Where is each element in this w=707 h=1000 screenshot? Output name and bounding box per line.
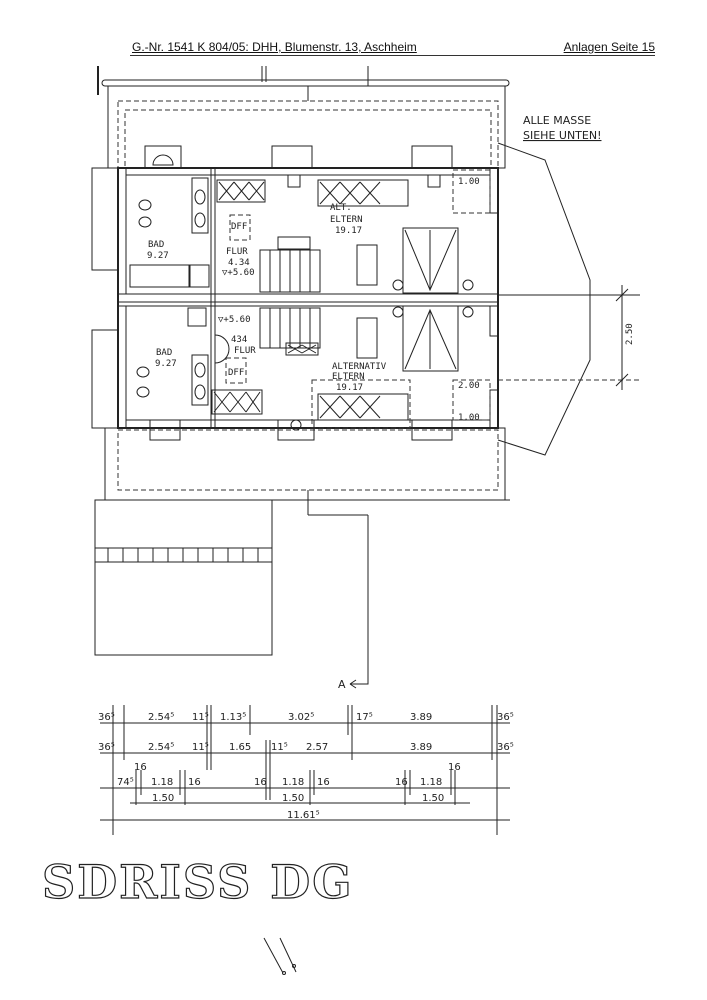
dimension-label: 2.54⁵: [148, 712, 174, 723]
dff-label: DFF: [231, 222, 247, 232]
dimension-label: 11⁵: [192, 742, 209, 753]
walls: [117, 167, 499, 429]
dimension-label: 1.65: [229, 742, 251, 753]
dimension-label: 1.18: [282, 777, 304, 788]
section-marker: A: [338, 678, 346, 691]
page-number: Anlagen Seite 15: [563, 40, 655, 54]
document-reference: G.-Nr. 1541 K 804/05: DHH, Blumenstr. 13…: [132, 40, 417, 54]
dimension-label: 1.50: [152, 793, 174, 804]
stencil-title: SDRISS DG: [42, 855, 353, 909]
room-label: ALTERNATIV: [332, 362, 387, 372]
window-dimension: 2.00: [458, 381, 480, 391]
dimension-label: 16: [134, 762, 147, 773]
dimension-label: 3.02⁵: [288, 712, 314, 723]
side-dim-label: 2.50: [625, 323, 635, 345]
dimension-label: 3.89: [410, 712, 432, 723]
dimension-label: 1.50: [282, 793, 304, 804]
note-line-2: SIEHE UNTEN!: [523, 129, 601, 142]
balcony: [94, 499, 273, 656]
dimension-label: 36⁵: [98, 712, 115, 723]
side-dimension: 2.50: [615, 285, 635, 390]
window-dimension: 1.00: [458, 413, 480, 423]
total-dimension: 11.61⁵: [287, 810, 320, 821]
dimension-label: 1.18: [420, 777, 442, 788]
dimension-label: 16: [188, 777, 201, 788]
dimension-label: 2.57: [306, 742, 328, 753]
dimension-label: 16: [254, 777, 267, 788]
room-label: ALT.: [330, 203, 352, 213]
dimension-row-4: 1.50 1.50 1.50: [152, 793, 444, 804]
room-label: BAD: [148, 240, 164, 250]
dimension-label: 2.54⁵: [148, 742, 174, 753]
dimension-label: 74⁵: [117, 777, 134, 788]
room-area: 19.17: [336, 383, 363, 393]
dimension-label: 36⁵: [497, 742, 514, 753]
room-label: BAD: [156, 348, 172, 358]
room-area: 9.27: [147, 251, 169, 261]
room-labels-lower: BAD 9.27 DFF 434 FLUR ▽+5.60 ALTERNATIV …: [155, 315, 480, 423]
dimension-label: 1.50: [422, 793, 444, 804]
room-area: 9.27: [155, 359, 177, 369]
room-label: ELTERN: [330, 215, 363, 225]
dimension-row-3: 74⁵ 16 1.18 16 16 1.18 16 16 1.18 16: [117, 762, 461, 788]
dimension-label: 11⁵: [271, 742, 288, 753]
fixtures: [129, 145, 491, 441]
room-area: 19.17: [335, 226, 362, 236]
dimension-row-2: 36⁵ 2.54⁵ 11⁵ 1.65 11⁵ 2.57 3.89 36⁵: [98, 742, 514, 753]
note-line-1: ALLE MASSE: [523, 114, 591, 127]
side-elements: [91, 142, 640, 456]
room-label: ELTERN: [332, 372, 365, 382]
room-area: 434: [231, 335, 247, 345]
dimension-label: 1.13⁵: [220, 712, 246, 723]
dimension-label: 16: [448, 762, 461, 773]
dimension-label: 16: [395, 777, 408, 788]
north-marker: [263, 937, 297, 975]
dimension-label: 1.18: [151, 777, 173, 788]
dimension-label: 36⁵: [497, 712, 514, 723]
room-label: FLUR: [234, 346, 256, 356]
dimension-chains: 36⁵ 2.54⁵ 11⁵ 1.13⁵ 3.02⁵ 17⁵ 3.89 36⁵ 3…: [98, 705, 514, 835]
room-labels-upper: BAD 9.27 DFF FLUR 4.34 ▽+5.60 ALT. ELTER…: [147, 177, 480, 278]
room-area: 4.34: [228, 258, 250, 268]
dimension-label: 16: [317, 777, 330, 788]
level-marker: ▽+5.60: [222, 268, 255, 278]
dimension-label: 3.89: [410, 742, 432, 753]
note: ALLE MASSE SIEHE UNTEN!: [523, 114, 601, 142]
dff-label: DFF: [228, 368, 244, 378]
dimension-label: 17⁵: [356, 712, 373, 723]
header-rule: [130, 55, 655, 56]
roof-upper: [97, 66, 510, 169]
dimension-label: 36⁵: [98, 742, 115, 753]
dimension-row-1: 36⁵ 2.54⁵ 11⁵ 1.13⁵ 3.02⁵ 17⁵ 3.89 36⁵: [98, 712, 514, 723]
dimension-label: 11⁵: [192, 712, 209, 723]
window-dimension: 1.00: [458, 177, 480, 187]
level-marker: ▽+5.60: [218, 315, 251, 325]
room-label: FLUR: [226, 247, 248, 257]
